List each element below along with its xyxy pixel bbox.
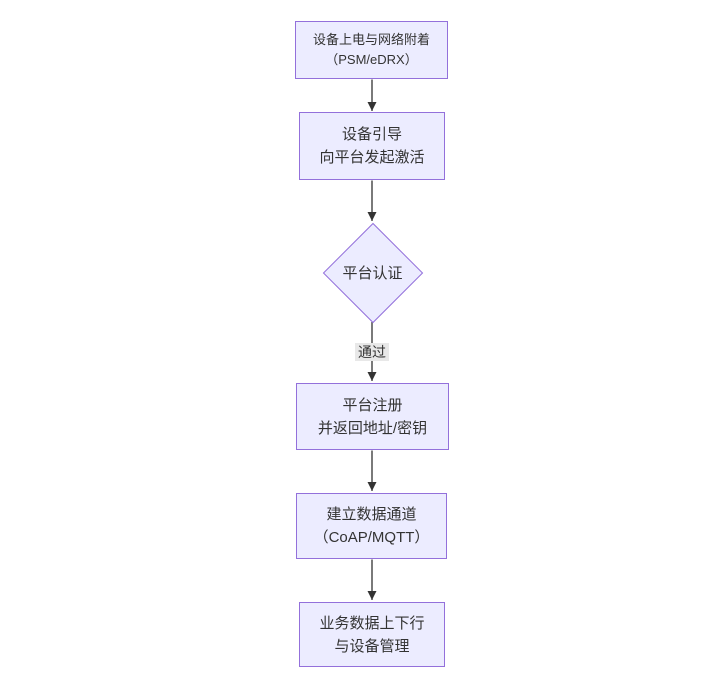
node-bootstrap: 设备引导 向平台发起激活 [299,112,445,180]
edge-label-pass: 通过 [355,343,389,361]
node-business-line1: 业务数据上下行 [319,614,425,632]
node-bootstrap-line2: 向平台发起激活 [319,149,425,166]
node-power-attach: 设备上电与网络附着 （PSM/eDRX） [295,21,448,79]
node-register: 平台注册 并返回地址/密钥 [296,383,449,450]
node-register-line1: 平台注册 [342,396,403,414]
decision-platform-auth: 平台认证 [322,222,423,323]
node-power-attach-line2: （PSM/eDRX） [325,52,418,67]
node-data-channel-line1: 建立数据通道 [326,506,417,523]
node-register-line2: 并返回地址/密钥 [317,419,428,437]
node-bootstrap-line1: 设备引导 [341,126,402,143]
node-business: 业务数据上下行 与设备管理 [299,602,445,667]
node-business-line2: 与设备管理 [334,637,410,655]
node-data-channel: 建立数据通道 （CoAP/MQTT） [296,493,447,559]
node-data-channel-line2: （CoAP/MQTT） [313,529,430,546]
node-power-attach-line1: 设备上电与网络附着 [312,32,430,47]
decision-platform-auth-label: 平台认证 [342,265,403,282]
